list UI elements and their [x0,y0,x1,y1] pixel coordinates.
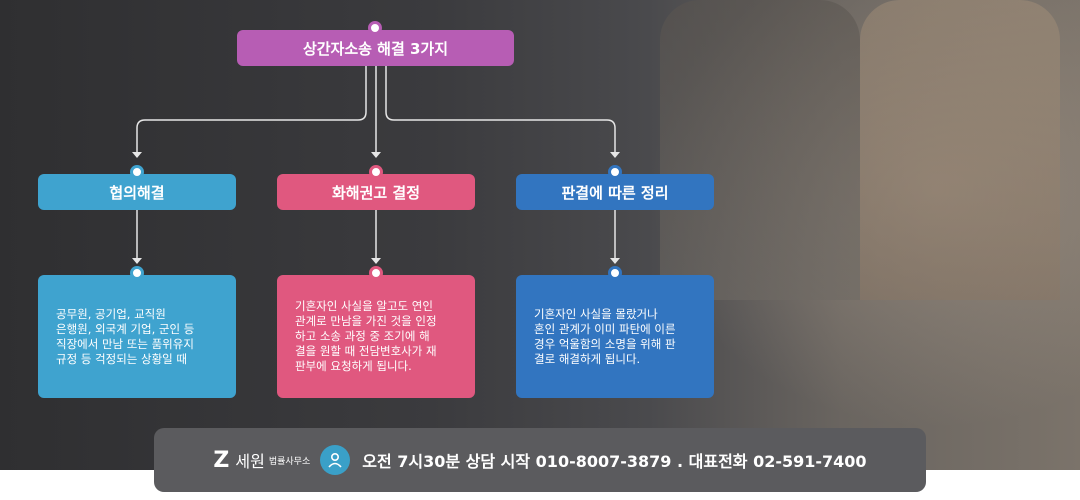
logo-mark-icon: Z [213,447,230,473]
consultation-person-icon [320,445,351,475]
card-settlement: 기혼자인 사실을 알고도 연인 관계로 만남을 가진 것을 인정 하고 소송 과… [277,275,475,398]
root-label: 상간자소송 해결 3가지 [302,39,449,58]
branch-title-label: 화해권고 결정 [331,183,421,202]
branch-title-label: 판결에 따른 정리 [561,183,669,202]
card-dot [608,266,622,280]
card-judgment: 기혼자인 사실을 몰랐거나 혼인 관계가 이미 파탄에 이른 경우 억울함의 소… [516,275,714,398]
card-dot [130,266,144,280]
footer-contact-bar: Z 세원 법률사무소 오전 7시30분 상담 시작 010-8007-3879 … [154,428,926,492]
card-negotiation: 공무원, 공기업, 교직원 은행원, 외국계 기업, 군인 등 직장에서 만남 … [38,275,236,398]
card-text: 기혼자인 사실을 몰랐거나 혼인 관계가 이미 파탄에 이른 경우 억울함의 소… [534,306,676,366]
logo-name: 세원 [235,452,265,471]
background-person-left [660,0,860,300]
logo-subtitle: 법률사무소 [268,456,311,467]
branch-title-negotiation: 협의해결 [38,174,236,210]
root-dot [368,21,382,35]
branch-title-settlement: 화해권고 결정 [277,174,475,210]
connector-root-left [136,66,367,152]
branch-dot [130,165,144,179]
card-text: 공무원, 공기업, 교직원 은행원, 외국계 기업, 군인 등 직장에서 만남 … [56,306,195,366]
root-node: 상간자소송 해결 3가지 [237,30,514,66]
card-text: 기혼자인 사실을 알고도 연인 관계로 만남을 가진 것을 인정 하고 소송 과… [295,299,437,373]
branch-dot [608,165,622,179]
branch-dot [369,165,383,179]
branch-title-label: 협의해결 [109,183,165,202]
connector-root-right [385,66,616,152]
background-person-right [860,0,1060,300]
connector-lines [132,66,620,264]
contact-text[interactable]: 오전 7시30분 상담 시작 010-8007-3879 . 대표전화 02-5… [362,452,867,471]
card-dot [369,266,383,280]
branch-title-judgment: 판결에 따른 정리 [516,174,714,210]
consultation-person-svg [328,452,342,468]
